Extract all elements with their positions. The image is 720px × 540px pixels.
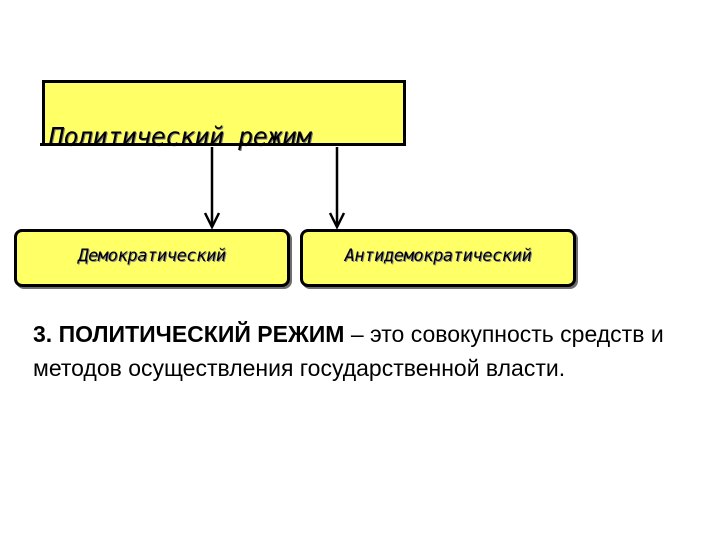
child-node-democratic: Демократический (14, 229, 290, 287)
arrowhead-to-antidemocratic (328, 212, 346, 230)
child-node-antidemocratic-label: Антидемократический (344, 246, 532, 266)
root-node-underline (40, 143, 400, 146)
definition-separator: – (344, 321, 371, 347)
definition-term: 3. ПОЛИТИЧЕСКИЙ РЕЖИМ (33, 321, 345, 347)
definition-paragraph: 3. ПОЛИТИЧЕСКИЙ РЕЖИМ – это совокупность… (33, 317, 693, 385)
child-node-democratic-label: Демократический (78, 246, 226, 266)
definition-text: это совокупность средств и методов осуще… (33, 321, 664, 381)
child-node-antidemocratic: Антидемократический (300, 229, 576, 287)
root-node-box: Политический режим (42, 80, 406, 149)
arrowhead-to-democratic (203, 212, 221, 230)
